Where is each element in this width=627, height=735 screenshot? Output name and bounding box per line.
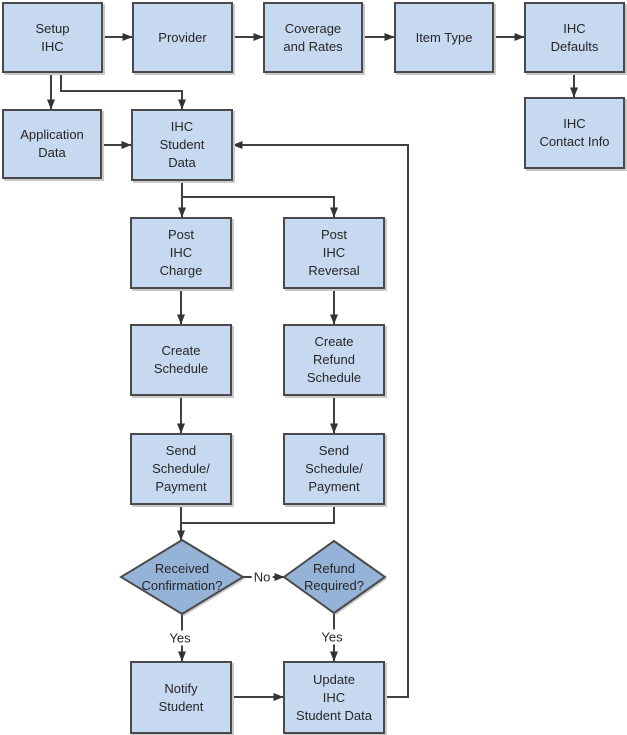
edge-update-loop-to-studentdata [232, 141, 409, 698]
node-coverage-and-rates: Coverage and Rates [263, 2, 363, 73]
edge-setup-to-studentdata [60, 73, 186, 110]
node-application-data: Application Data [2, 109, 102, 179]
node-send-schedule-payment-1: Send Schedule/ Payment [130, 433, 232, 505]
label-received-confirmation: Received Confirmation? [141, 561, 223, 593]
node-create-schedule: Create Schedule [130, 324, 232, 396]
node-ihc-defaults: IHC Defaults [524, 2, 625, 73]
edge-send2-merge [181, 505, 335, 524]
decision-shapes [119, 538, 387, 616]
edge-studentdata-to-postreversal [182, 196, 338, 218]
edge-label-no: No [251, 569, 273, 585]
node-item-type: Item Type [394, 2, 494, 73]
node-setup-ihc: Setup IHC [2, 2, 103, 73]
node-ihc-contact-info: IHC Contact Info [524, 97, 625, 169]
node-update-ihc-student-data: Update IHC Student Data [283, 661, 385, 734]
node-provider: Provider [132, 2, 233, 73]
node-create-refund-schedule: Create Refund Schedule [283, 324, 385, 396]
node-ihc-student-data: IHC Student Data [131, 109, 233, 181]
refund-required-diamond [282, 539, 387, 615]
node-send-schedule-payment-2: Send Schedule/ Payment [283, 433, 385, 505]
label-refund-required: Refund Required? [304, 561, 364, 593]
node-notify-student: Notify Student [130, 661, 232, 734]
node-post-ihc-charge: Post IHC Charge [130, 217, 232, 289]
edge-label-yes-right: Yes [319, 629, 345, 645]
received-confirmation-diamond [119, 538, 245, 616]
edge-label-yes-left: Yes [167, 630, 193, 646]
edges [47, 33, 578, 701]
node-post-ihc-reversal: Post IHC Reversal [283, 217, 385, 289]
